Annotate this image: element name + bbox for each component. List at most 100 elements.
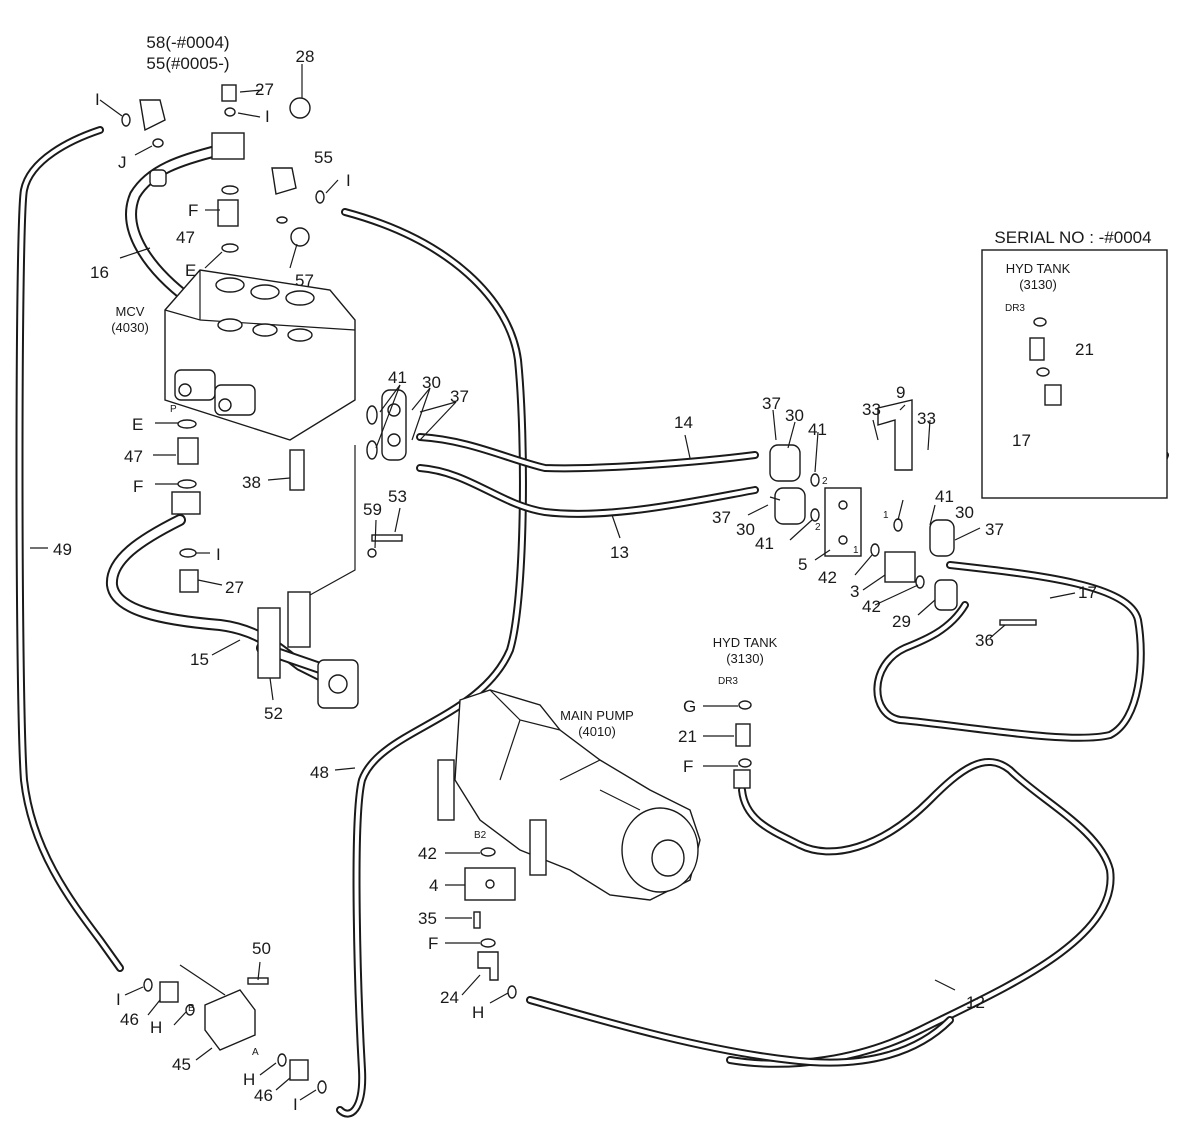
hyd-tank-inset-port: DR3 [1005, 303, 1025, 314]
port-mark-p: P [170, 404, 177, 415]
callout-27-lower: 27 [225, 578, 244, 597]
callout-42-b: 42 [862, 597, 881, 616]
clamp-52-a [257, 607, 281, 679]
callout-i-f: I [293, 1095, 298, 1114]
callout-f-1: F [188, 201, 198, 220]
adapter-47-top [217, 199, 239, 227]
callout-50: 50 [252, 939, 271, 958]
hose-tank-return [726, 757, 1115, 1068]
callout-37-left: 37 [450, 387, 469, 406]
callout-46-bottom: 46 [254, 1086, 273, 1105]
callout-48: 48 [310, 763, 329, 782]
callout-21-inset: 21 [1075, 340, 1094, 359]
main-pump [437, 689, 701, 901]
adapter-46-top [159, 981, 179, 1003]
hyd-tank-inset-code: (3130) [1019, 277, 1057, 292]
callout-5: 5 [798, 555, 807, 574]
fitting-38 [289, 449, 305, 491]
main-pump-code: (4010) [578, 724, 616, 739]
hose-12 [526, 996, 954, 1067]
callout-h-2: H [150, 1018, 162, 1037]
flange-30-right-top [769, 444, 801, 482]
callout-47-left: 47 [124, 447, 143, 466]
main-pump-name: MAIN PUMP [560, 708, 634, 723]
bolt-35 [473, 911, 481, 929]
mcv-name: MCV [116, 304, 145, 319]
callout-3: 3 [850, 582, 859, 601]
inset-hose-end [1044, 384, 1062, 406]
callout-41-b: 41 [808, 420, 827, 439]
callout-41-left: 41 [388, 368, 407, 387]
port-mark-a: A [252, 1047, 259, 1058]
callout-f-3: F [683, 757, 693, 776]
callout-33-a: 33 [862, 400, 881, 419]
callout-g: G [683, 697, 696, 716]
bolt-36 [999, 619, 1037, 626]
elbow-55-right [271, 167, 297, 195]
hyd-tank-main-code: (3130) [726, 651, 764, 666]
callout-35: 35 [418, 909, 437, 928]
callout-46-top: 46 [120, 1010, 139, 1029]
callout-58: 58(-#0004) [146, 33, 229, 52]
ball-valve-45 [204, 989, 256, 1051]
fitting-tank-hose-end [733, 769, 751, 789]
callout-49: 49 [53, 540, 72, 559]
callout-17-main: 17 [1078, 583, 1097, 602]
callout-h-1: H [472, 1003, 484, 1022]
elbow-55-top [139, 99, 166, 132]
hose-13 [416, 464, 759, 518]
callout-36: 36 [975, 631, 994, 650]
callout-16: 16 [90, 263, 109, 282]
callout-28: 28 [296, 47, 315, 66]
elbow-fitting-left [171, 491, 201, 515]
callout-e-1: E [185, 261, 196, 280]
callout-41-c: 41 [755, 534, 774, 553]
callout-j: J [118, 153, 127, 172]
flange-30-far-right [929, 519, 955, 557]
callout-38: 38 [242, 473, 261, 492]
callout-37-b: 37 [762, 394, 781, 413]
callout-45: 45 [172, 1055, 191, 1074]
washer-59 [367, 548, 377, 558]
callout-57: 57 [295, 271, 314, 290]
callout-i-c: I [346, 171, 351, 190]
callout-30-d: 30 [955, 503, 974, 522]
hyd-tank-main-name: HYD TANK [713, 635, 778, 650]
elbow-24 [477, 951, 499, 981]
callout-27-top: 27 [255, 80, 274, 99]
plug-28 [289, 97, 311, 119]
callout-21-main: 21 [678, 727, 697, 746]
callout-f-4: F [428, 934, 438, 953]
inset-frame [981, 249, 1168, 499]
callout-53: 53 [388, 487, 407, 506]
adapter-47-left [177, 437, 199, 465]
tee-fitting-27 [211, 132, 245, 160]
callout-i-d: I [216, 545, 221, 564]
labels: SERIAL NO : -#0004 HYD TANK (3130) DR3 M… [53, 33, 1152, 1114]
callout-14: 14 [674, 413, 693, 432]
callout-13: 13 [610, 543, 629, 562]
callout-15: 15 [190, 650, 209, 669]
mcv-code: (4030) [111, 320, 149, 335]
bolt-53 [371, 534, 403, 542]
hyd-tank-main-port: DR3 [718, 676, 738, 687]
hose-49 [15, 126, 124, 972]
plug-j [149, 169, 167, 187]
callout-52: 52 [264, 704, 283, 723]
hyd-tank-inset-name: HYD TANK [1006, 261, 1071, 276]
adapter-21-inset [1029, 337, 1045, 361]
callout-47-top: 47 [176, 228, 195, 247]
callout-37-d: 37 [985, 520, 1004, 539]
leader-lines [30, 64, 1076, 1101]
callout-9: 9 [896, 383, 905, 402]
plug-57 [290, 227, 310, 247]
port-mark-2a: 2 [822, 476, 828, 487]
hoses [15, 126, 1169, 1118]
callout-i-a: I [95, 90, 100, 109]
callout-i-e: I [116, 990, 121, 1009]
callout-h-3: H [243, 1070, 255, 1089]
hose-14 [416, 433, 759, 473]
callout-41-d: 41 [935, 487, 954, 506]
callout-42-a: 42 [818, 568, 837, 587]
